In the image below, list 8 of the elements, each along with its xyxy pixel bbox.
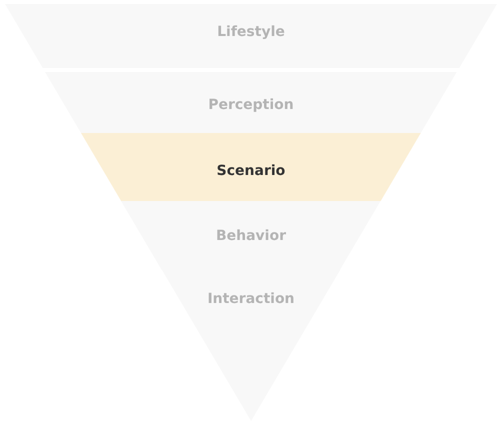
band-label: Behavior bbox=[216, 228, 286, 244]
band-label: Perception bbox=[208, 97, 294, 113]
band-label: Lifestyle bbox=[217, 24, 285, 40]
band-label: Scenario bbox=[216, 163, 286, 179]
funnel-band bbox=[121, 201, 381, 270]
funnel-band bbox=[45, 72, 457, 133]
band-label: Interaction bbox=[207, 291, 295, 307]
highlighted-funnel-band bbox=[81, 133, 421, 201]
